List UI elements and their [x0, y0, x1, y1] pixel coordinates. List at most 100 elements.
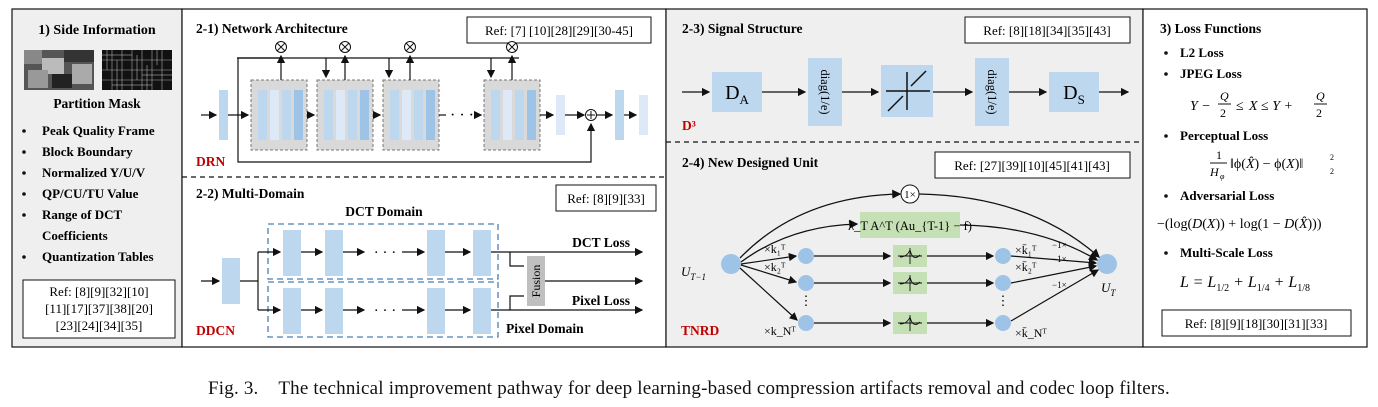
svg-text:2: 2: [1220, 106, 1226, 120]
side-info-title: 1) Side Information: [38, 23, 156, 38]
output-node: [1097, 254, 1117, 274]
partition-mask-image: [24, 50, 172, 90]
drn-tag: DRN: [196, 154, 225, 169]
svg-text:2: 2: [1330, 153, 1334, 162]
pixel-domain-label: Pixel Domain: [506, 321, 584, 336]
minus-one-label: −1×: [1052, 280, 1067, 290]
bullet: [1164, 194, 1168, 198]
tnrd-tag: TNRD: [681, 323, 720, 338]
dct-loss-label: DCT Loss: [572, 235, 630, 250]
minus-one-label: −1×: [1052, 254, 1067, 264]
bullet: [22, 171, 26, 175]
side-info-item: Block Boundary: [42, 144, 133, 159]
fusion-block: [527, 256, 545, 306]
side-info-item: Quantization Tables: [42, 249, 154, 264]
svg-text:Q: Q: [1220, 89, 1229, 103]
ds-block: [1049, 72, 1099, 112]
activation-block: [814, 272, 995, 294]
svg-text:Y −: Y −: [1190, 99, 1211, 114]
k1-label: ×k₁ᵀ: [764, 242, 786, 256]
minus-one-label: −1×: [1052, 240, 1067, 250]
u-input-label: UT−1: [681, 264, 706, 282]
svg-text:2: 2: [1330, 167, 1334, 176]
loss-item: L2 Loss: [1180, 45, 1224, 60]
kn-label: ×k_Nᵀ: [764, 324, 796, 338]
bullet: [22, 150, 26, 154]
loss-item: Perceptual Loss: [1180, 128, 1268, 143]
caption-label: Fig. 3.: [208, 378, 259, 399]
svg-text:2: 2: [1316, 106, 1322, 120]
signal-ref-box: [964, 16, 1131, 44]
unit-ref-box: [934, 151, 1131, 179]
bullet: [1164, 251, 1168, 255]
multiscale-loss-formula: L = L1/2 + L1/4 + L1/8: [1179, 274, 1310, 294]
svg-text:X ≤ Y +: X ≤ Y +: [1248, 99, 1293, 114]
d3-diagram: DA diag(1/e) diag(1/e) DS: [682, 58, 1130, 126]
drn-diagram: · · ·: [201, 41, 648, 163]
unit-ref: Ref: [27][39][10][45][41][43]: [954, 158, 1110, 173]
multidomain-title: 2-2) Multi-Domain: [196, 186, 305, 201]
u-output-label: UT: [1101, 280, 1116, 298]
multiply-node: [275, 41, 287, 80]
side-info-item: Range of DCT: [42, 207, 122, 222]
network-ref-box: [466, 16, 652, 44]
vertical-dots-left: ⋮: [800, 293, 813, 308]
bullet: [22, 255, 26, 259]
kbar1-label: ×k̄₁ᵀ: [1015, 243, 1037, 257]
side-info-list: Peak Quality Frame Block Boundary Normal…: [22, 123, 155, 264]
dct-domain-label: DCT Domain: [345, 204, 423, 219]
loss-item: Multi-Scale Loss: [1180, 245, 1273, 260]
side-info-ref-box: [22, 279, 176, 339]
svg-text:≤: ≤: [1236, 99, 1244, 114]
formula-label: λ_T A^T (Au_{T-1} − f): [848, 219, 972, 233]
partition-mask-label: Partition Mask: [53, 96, 141, 111]
side-info-item: Coefficients: [42, 228, 108, 243]
residual-block: [316, 79, 374, 151]
side-info-ref: [23][24][34][35]: [56, 318, 143, 333]
figure-caption: Fig. 3. The technical improvement pathwa…: [0, 378, 1378, 400]
multiply-node: [486, 41, 518, 80]
tnrd-diagram: 1× λ_T A^T (Au_{T-1} − f) ⋮ ⋮: [721, 184, 1117, 334]
k2-label: ×k₂ᵀ: [764, 260, 786, 274]
diag-block-right: [975, 58, 1009, 126]
multidomain-ref: Ref: [8][9][33]: [567, 191, 645, 206]
identity-label: 1×: [904, 189, 916, 201]
svg-text:‖ϕ(X̂) − ϕ(X)‖: ‖ϕ(X̂) − ϕ(X)‖: [1230, 156, 1303, 172]
side-info-item: Peak Quality Frame: [42, 123, 155, 138]
loss-ref: Ref: [8][9][18][30][31][33]: [1185, 316, 1328, 331]
dct-ellipsis: · · ·: [374, 245, 397, 261]
side-info-item: Normalized Y/U/V: [42, 165, 146, 180]
signal-title: 2-3) Signal Structure: [682, 21, 803, 36]
bullet: [1164, 134, 1168, 138]
unit-title: 2-4) New Designed Unit: [682, 155, 819, 170]
adversarial-loss-formula: −(log(D(X)) + log(1 − D(X̂))): [1157, 216, 1322, 232]
pixel-loss-label: Pixel Loss: [572, 293, 630, 308]
diag-label-left: diag(1/e): [818, 69, 832, 114]
bullet: [1164, 72, 1168, 76]
activation-block: [814, 312, 995, 334]
pixel-ellipsis: · · ·: [374, 303, 397, 319]
side-info-item: QP/CU/TU Value: [42, 186, 139, 201]
svg-text:H: H: [1209, 165, 1220, 179]
kbar2-label: ×k̄₂ᵀ: [1015, 260, 1037, 274]
loss-item: Adversarial Loss: [1180, 188, 1274, 203]
svg-text:1: 1: [1216, 148, 1222, 162]
residual-block: [483, 79, 541, 151]
network-title: 2-1) Network Architecture: [196, 21, 348, 36]
loss-title: 3) Loss Functions: [1160, 21, 1261, 36]
multiply-node: [384, 41, 416, 80]
svg-text:φ: φ: [1220, 172, 1225, 181]
residual-block: [382, 79, 440, 151]
side-info-ref: [11][17][37][38][20]: [45, 301, 153, 316]
diag-label-right: diag(1/e): [985, 69, 999, 114]
loss-item: JPEG Loss: [1180, 66, 1242, 81]
bullet: [22, 192, 26, 196]
network-ellipsis: · · ·: [450, 107, 474, 124]
diag-block-left: [808, 58, 842, 126]
activation-block: [814, 245, 995, 267]
network-panel: [181, 8, 667, 348]
caption-text: The technical improvement pathway for de…: [278, 378, 1170, 399]
formula-block: [860, 212, 960, 238]
da-label: DA: [725, 82, 749, 107]
